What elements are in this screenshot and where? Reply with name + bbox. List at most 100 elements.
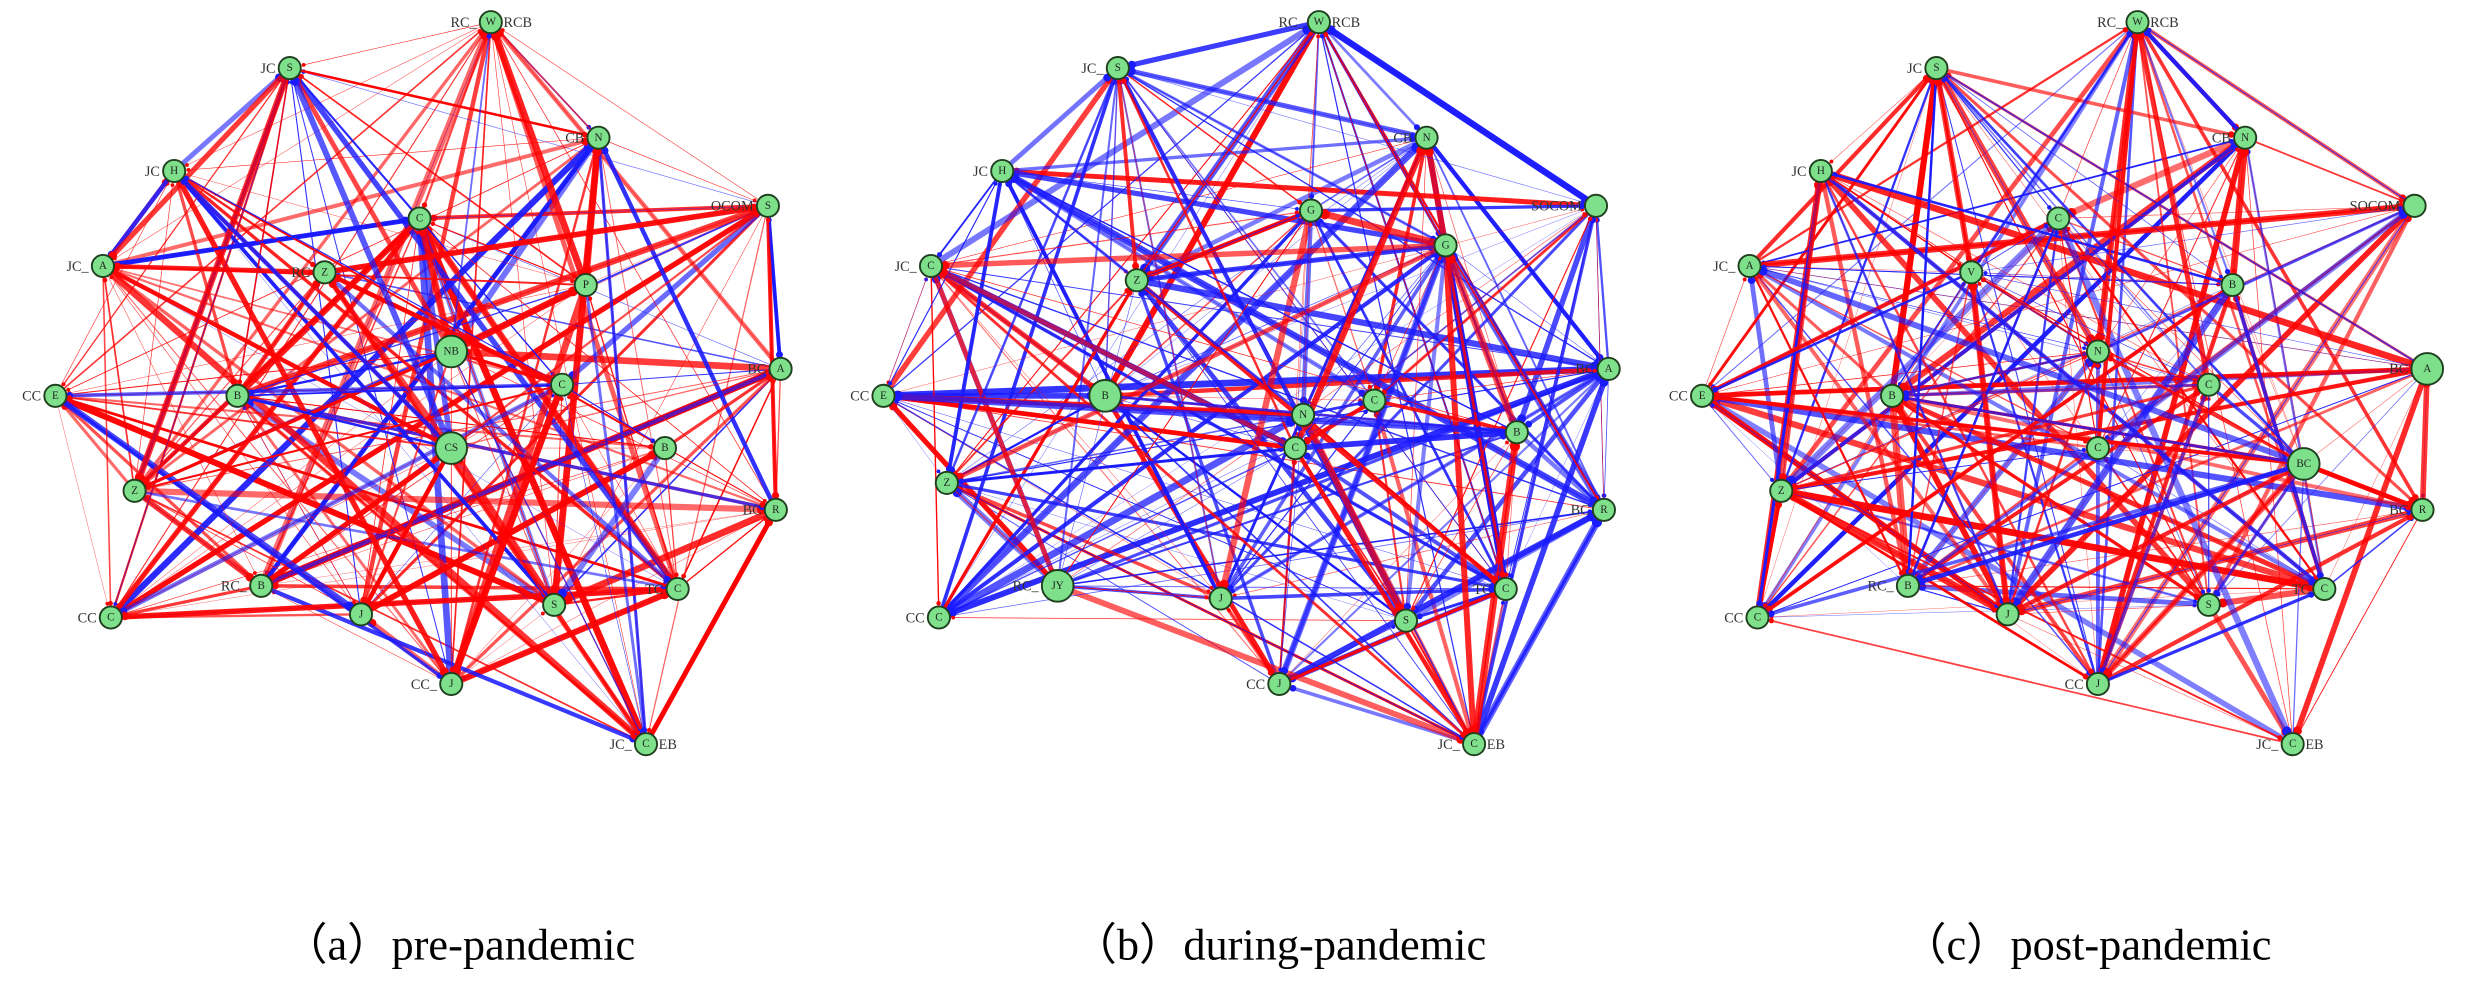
edge-negative (237, 383, 563, 397)
edge-arrowhead (1360, 405, 1365, 410)
edge-negative (173, 170, 647, 745)
edge-arrowhead (1501, 601, 1505, 605)
node-circle (2046, 206, 2071, 231)
edge-negative (946, 446, 1296, 485)
edge-negative (1002, 136, 1427, 173)
edge-positive (2007, 614, 2293, 745)
node-label: CC (1724, 610, 1743, 626)
edge-positive (134, 170, 175, 491)
network-node: RBC (743, 497, 788, 522)
edge-arrowhead (230, 378, 237, 386)
edge-positive (1318, 21, 1447, 246)
network-node: HJC (1792, 158, 1833, 184)
edge-negative (237, 394, 452, 450)
edge-arrowhead (774, 493, 779, 498)
edge-positive (1444, 245, 1605, 511)
node-letter: Z (321, 266, 328, 278)
node-letter: Z (131, 485, 138, 497)
edge-arrowhead (1128, 72, 1133, 77)
edge-positive (450, 586, 679, 687)
node-circle (2196, 592, 2221, 617)
edge-positive (451, 384, 563, 449)
edge-positive (487, 20, 590, 287)
edge-arrowhead (486, 33, 492, 39)
node-letter: B (258, 580, 265, 592)
edge-arrowhead (1012, 175, 1018, 180)
network-panel-b: WRC_RCBNCBSOCOMABCRBCCTCCJC_EBSJCCJJYRC_… (850, 10, 1621, 969)
edge-arrowhead (958, 478, 965, 485)
edge-negative (1278, 368, 1610, 685)
edge-positive (54, 21, 492, 397)
network-node: JCC (2065, 671, 2110, 697)
edge-negative (1749, 265, 2233, 286)
edge-negative (1317, 19, 1598, 209)
edge-positive (419, 218, 777, 511)
edge-positive (1891, 394, 2210, 607)
network-node: CTC (1473, 576, 1518, 602)
node-circle (1433, 233, 1458, 258)
edge-negative (1819, 170, 2009, 615)
network-node: JCC (1246, 671, 1292, 697)
edge-positive (2137, 22, 2304, 465)
edge-arrowhead (1580, 199, 1585, 204)
edge-arrowhead (942, 268, 947, 272)
network-node: HJC (145, 158, 187, 184)
edge-arrowhead (2227, 131, 2235, 138)
edge-arrowhead (1289, 684, 1297, 692)
edge-negative (1220, 587, 1506, 601)
network-node: S (1393, 608, 1419, 633)
edge-negative (551, 446, 668, 607)
edge-negative (1780, 136, 2247, 493)
edge-arrowhead (1943, 76, 1949, 82)
edge-arrowhead (2236, 148, 2242, 153)
edge-negative (173, 170, 563, 386)
edge-arrowhead (761, 501, 765, 506)
node-label: TC (2292, 582, 2310, 598)
edge-negative (938, 22, 1320, 618)
edge-negative (1755, 21, 2140, 619)
node-letter: J (1219, 593, 1224, 605)
edge-positive (1279, 432, 1518, 685)
node-label: SOCOM (2350, 199, 2401, 215)
edge-negative (1403, 245, 1448, 621)
edge-positive (676, 368, 782, 590)
edge-positive (1293, 446, 1476, 746)
edge-arrowhead (1124, 288, 1130, 294)
node-letter: C (642, 738, 649, 750)
edge-positive (1373, 398, 1518, 435)
edge-arrowhead (237, 379, 243, 385)
edge-negative (1970, 272, 2099, 685)
edge-arrowhead (650, 438, 656, 443)
node-circle (1105, 56, 1130, 81)
network-node: AJC_ (66, 253, 115, 279)
node-label: CB (565, 131, 584, 147)
node-circle (665, 576, 690, 602)
network-node: SJC (1907, 56, 1949, 81)
edge-arrowhead (1216, 582, 1220, 587)
edge-negative (930, 170, 1003, 267)
panel-caption: （c）post-pandemic (1902, 919, 2271, 969)
edge-arrowhead (1578, 202, 1585, 210)
nodes: WRC_RCBNCBSOCOMABCRBCCTCCJC_EBSJCC_JBRC_… (22, 10, 793, 757)
network-node: CCC (1724, 605, 1770, 630)
edge-arrowhead (1747, 276, 1756, 285)
node-letter: B (1888, 390, 1895, 402)
edge-negative (419, 205, 768, 219)
edge-negative (1515, 430, 1606, 512)
edge-arrowhead (1148, 276, 1154, 282)
node-letter: C (2205, 379, 2212, 391)
edge-arrowhead (888, 381, 893, 386)
edge-arrowhead (2126, 30, 2133, 38)
node-letter: H (1817, 165, 1825, 177)
node-letter: N (2094, 345, 2102, 357)
edge-arrowhead (2010, 598, 2015, 603)
node-letter: J (2096, 678, 2101, 690)
edge-positive (102, 265, 362, 615)
node-circle (652, 436, 678, 461)
edge-negative (1135, 279, 1281, 685)
edge-positive (490, 21, 769, 207)
edge-positive (1748, 66, 1938, 268)
node-circle (1088, 379, 1122, 413)
edge-positive (1890, 394, 2100, 686)
edge-negative (1971, 218, 2059, 273)
